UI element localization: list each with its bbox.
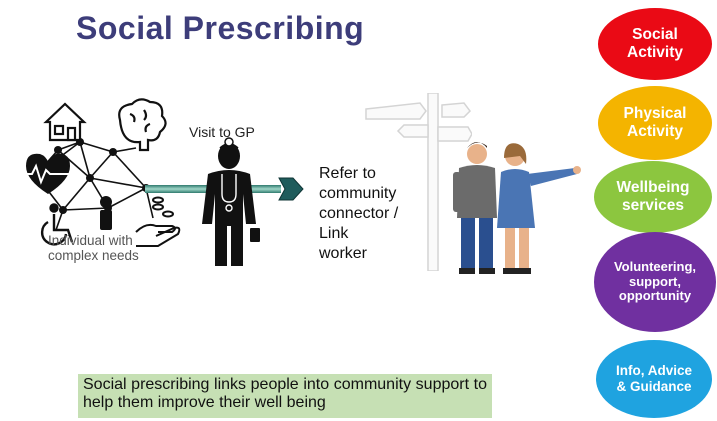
wheelchair-icon xyxy=(40,203,74,246)
category-physical-activity: Physical Activity xyxy=(598,86,712,160)
category-wellbeing-services: Wellbeing services xyxy=(594,161,712,233)
referral-text: Refer to community connector / Link work… xyxy=(319,165,399,262)
visit-gp-label: Visit to GP xyxy=(189,124,255,140)
heart-icon xyxy=(20,153,74,194)
doctor-icon xyxy=(202,137,260,266)
category-info-advice-guidance: Info, Advice & Guidance xyxy=(596,340,712,418)
link-worker-people-icon xyxy=(453,142,581,274)
slide-title: Social Prescribing xyxy=(76,10,365,46)
network-caption: Individual with complex needs xyxy=(48,233,139,263)
money-hand-icon xyxy=(135,196,181,247)
summary-text: Social prescribing links people into com… xyxy=(78,374,492,418)
category-volunteering: Volunteering, support, opportunity xyxy=(594,232,716,332)
person-icon xyxy=(100,196,112,230)
brain-icon xyxy=(118,98,167,152)
house-icon xyxy=(43,102,87,142)
signpost-icon xyxy=(365,93,472,271)
complex-needs-network-diagram xyxy=(20,98,181,247)
category-social-activity: Social Activity xyxy=(598,8,712,80)
